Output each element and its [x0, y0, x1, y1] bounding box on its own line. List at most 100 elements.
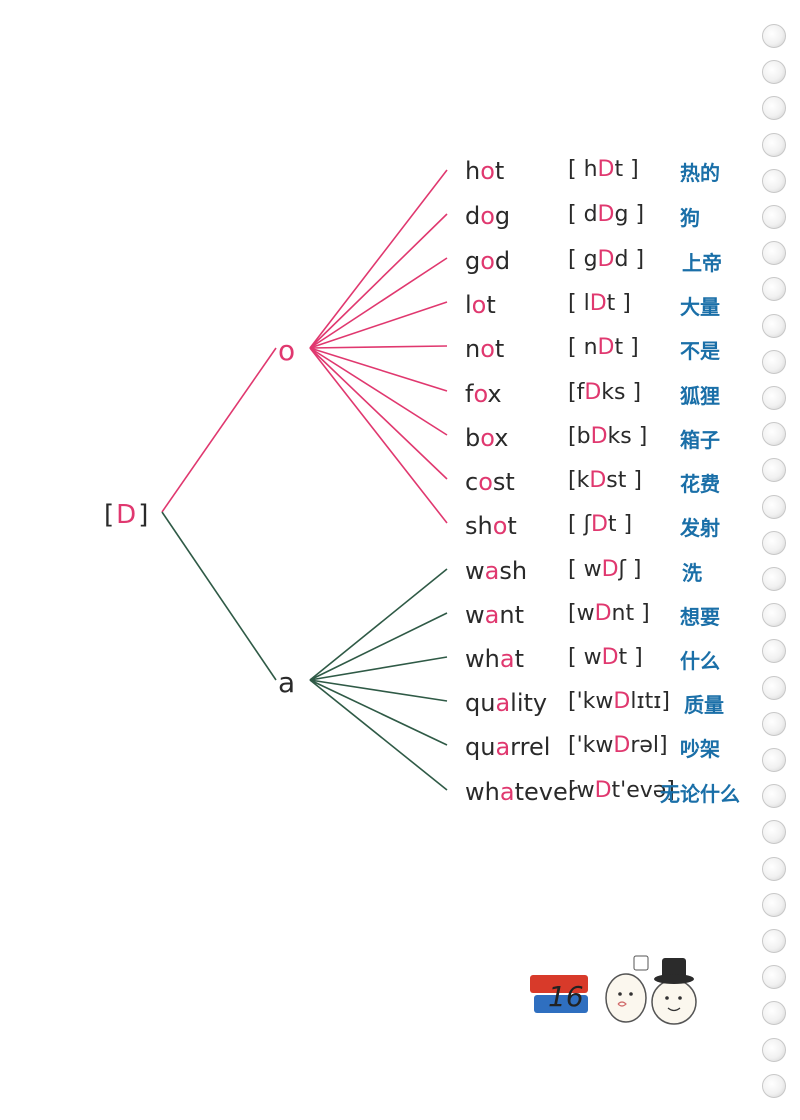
binder-hole: [762, 1001, 786, 1026]
phonetic-suffix: lɪtɪ]: [630, 689, 670, 714]
word-prefix: qu: [465, 733, 496, 761]
chinese-meaning: 想要: [680, 605, 720, 629]
binder-holes: [762, 24, 792, 1114]
binder-hole: [762, 567, 786, 591]
badge-blue-band: [534, 995, 588, 1013]
a-branch-line: [309, 656, 448, 681]
phonetic-suffix: g ]: [614, 202, 645, 227]
binder-hole: [762, 494, 786, 519]
word: what: [465, 645, 524, 673]
phonetic-vowel: D: [590, 424, 608, 449]
root-bracket-open: [: [104, 500, 117, 530]
word-prefix: sh: [465, 512, 493, 540]
word-prefix: b: [465, 424, 481, 452]
word: hot: [465, 157, 504, 185]
mascot-left-eye: [618, 992, 622, 996]
word: dog: [465, 202, 510, 230]
phonetic-vowel: D: [613, 689, 631, 714]
phonetic-vowel: D: [613, 733, 631, 758]
phonetic-prefix: [ d: [568, 202, 598, 227]
phonetic-vowel: D: [601, 645, 619, 670]
phonetic-suffix: ks ]: [601, 380, 642, 405]
phonetic-vowel: D: [601, 557, 619, 582]
phonetic: [wDnt ]: [568, 601, 650, 626]
phonetic: [fDks ]: [568, 380, 641, 405]
chinese-meaning: 狗: [680, 206, 700, 230]
word-vowel: a: [484, 557, 500, 585]
word-vowel: a: [499, 645, 515, 673]
phonetic-suffix: rəl]: [630, 733, 668, 758]
binder-hole: [762, 711, 786, 736]
binder-hole: [762, 313, 786, 338]
phonetic: [ gDd ]: [568, 247, 644, 272]
phonetic: ['kwDrəl]: [568, 733, 668, 758]
binder-hole: [762, 24, 786, 48]
mascot-left-eye-2: [629, 992, 633, 996]
mascot-right-eye: [665, 996, 669, 1000]
word: god: [465, 247, 510, 275]
binder-hole: [762, 929, 786, 953]
word-suffix: t: [494, 157, 505, 185]
phonetic-prefix: [k: [568, 468, 590, 493]
binder-hole: [762, 168, 786, 193]
chinese-meaning: 箱子: [680, 428, 720, 452]
page-number-badge: [530, 975, 590, 1017]
phonetic-prefix: [ w: [568, 645, 602, 670]
mascot-sign: [633, 955, 649, 971]
word-suffix: x: [487, 380, 502, 408]
word-prefix: w: [465, 601, 485, 629]
phonetic-vowel: D: [590, 512, 608, 537]
binder-hole: [762, 422, 786, 447]
phonetic: [kDst ]: [568, 468, 642, 493]
a-branch-line: [309, 679, 448, 702]
mascot-illustration: [605, 955, 697, 1025]
word: shot: [465, 512, 517, 540]
phonetic-vowel: D: [584, 380, 602, 405]
word-prefix: l: [465, 291, 472, 319]
word-prefix: w: [465, 557, 485, 585]
binder-hole: [762, 820, 786, 845]
badge-red-band: [530, 975, 588, 993]
chinese-meaning: 不是: [680, 339, 720, 363]
phonetic-suffix: t ]: [606, 291, 631, 316]
o-branch-line: [309, 301, 448, 349]
phonetic-suffix: t ]: [614, 157, 639, 182]
mascot-left-body: [605, 973, 647, 1023]
binder-hole: [762, 856, 786, 881]
phonetic-prefix: [w: [568, 778, 595, 803]
word-suffix: x: [494, 424, 509, 452]
word-vowel: a: [484, 601, 500, 629]
chinese-meaning: 无论什么: [660, 782, 740, 806]
phonetic-prefix: [ n: [568, 335, 598, 360]
word-suffix: nt: [499, 601, 524, 629]
o-branch-line: [309, 347, 448, 436]
phonetic-vowel: D: [597, 202, 615, 227]
word-vowel: o: [480, 202, 495, 230]
word: quarrel: [465, 733, 550, 761]
phonetic-vowel: D: [597, 247, 615, 272]
word: quality: [465, 689, 547, 717]
word-suffix: t: [514, 645, 524, 673]
phonetic: ['kwDlɪtɪ]: [568, 689, 670, 714]
a-branch-line: [309, 679, 448, 746]
chinese-meaning: 发射: [680, 516, 720, 540]
branch-node-o: o: [278, 334, 296, 367]
word: lot: [465, 291, 496, 319]
word-vowel: o: [492, 512, 508, 540]
word-suffix: tever: [514, 778, 578, 806]
phonetic-suffix: t ]: [618, 645, 643, 670]
root-symbol: D: [116, 500, 139, 530]
phonetic: [ nDt ]: [568, 335, 639, 360]
phonetic: [ lDt ]: [568, 291, 631, 316]
binder-hole: [762, 349, 786, 374]
o-branch-line: [309, 347, 448, 480]
binder-hole: [762, 892, 786, 917]
phonetic: [ wDʃ ]: [568, 557, 642, 582]
phonetic-vowel: D: [594, 601, 612, 626]
phonetic: [bDks ]: [568, 424, 647, 449]
word: fox: [465, 380, 502, 408]
mascot-hat-brim: [654, 974, 694, 984]
phonetic-suffix: ks ]: [607, 424, 648, 449]
word-prefix: g: [465, 247, 481, 275]
word-suffix: t: [494, 335, 505, 363]
